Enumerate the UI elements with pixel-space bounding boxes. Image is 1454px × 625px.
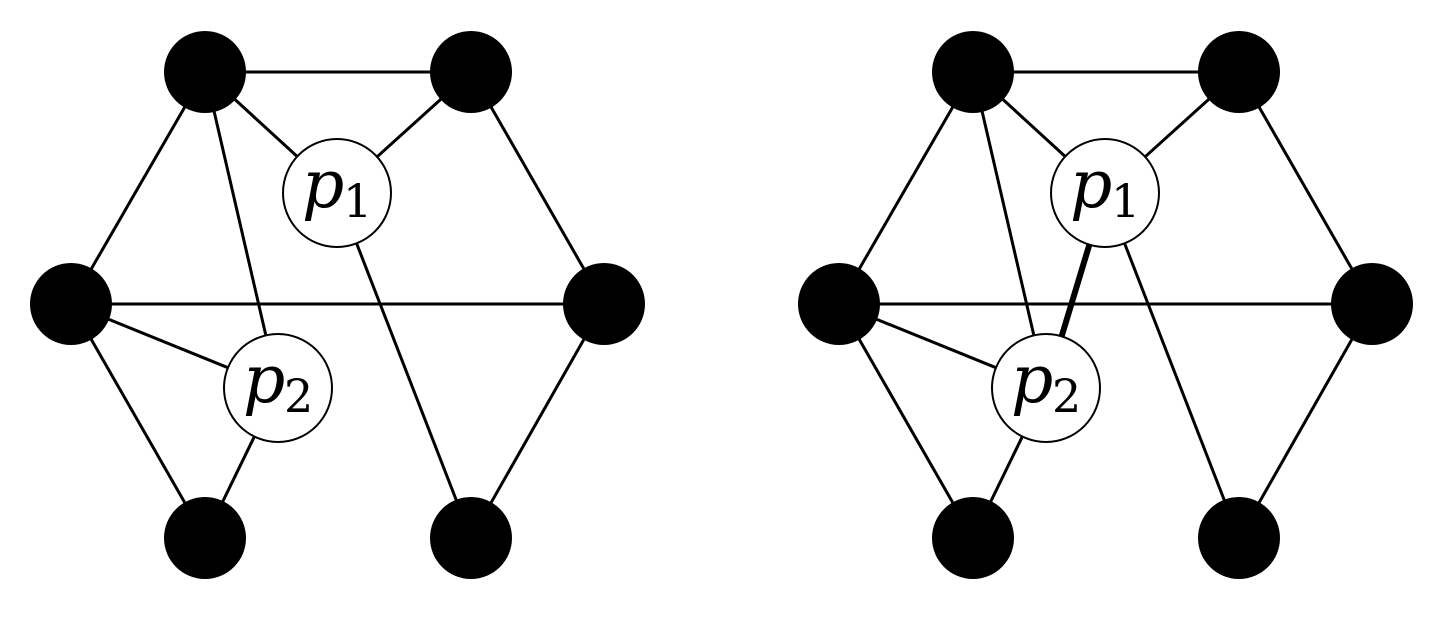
right-edge-v_left-v_bottom_left (837, 302, 975, 540)
right-vertex-bottom-right (1198, 497, 1280, 579)
right-edge-v_top_right-v_right (1237, 70, 1374, 306)
left-node-p1-circle (282, 138, 392, 248)
right-edge-p1-v_bottom_right (1123, 241, 1241, 540)
left-edge-v_top_right-v_right (469, 70, 606, 306)
left-vertex-bottom-right (430, 497, 512, 579)
right-vertex-right (1331, 263, 1413, 345)
right-node-p1: p1 (1050, 138, 1160, 248)
right-vertex-bottom-left (932, 497, 1014, 579)
right-graph-edges (837, 70, 1374, 540)
left-node-p2-subscript: 2 (284, 369, 313, 423)
right-vertex-top-right (1198, 31, 1280, 113)
left-node-p2: p2 (223, 333, 333, 443)
left-edge-v_top_left-p2 (203, 70, 268, 337)
right-node-p1-label: p (1070, 146, 1112, 223)
left-vertex-bottom-left (164, 497, 246, 579)
left-vertex-left (30, 263, 112, 345)
left-node-p2-circle (223, 333, 333, 443)
left-edge-v_top_left-v_left (69, 70, 207, 306)
left-vertex-right (563, 263, 645, 345)
left-edge-p1-v_bottom_right (355, 241, 473, 540)
right-vertex-top-left (932, 31, 1014, 113)
left-vertex-top-right (430, 31, 512, 113)
left-graph-edges (69, 70, 606, 540)
right-vertex-left (798, 263, 880, 345)
right-node-p1-circle (1050, 138, 1160, 248)
right-node-p2: p2 (991, 333, 1101, 443)
right-edge-v_top_left-v_left (837, 70, 975, 306)
right-edge-p1-p2 (1058, 241, 1093, 340)
left-node-p2-label: p (243, 341, 285, 418)
right-node-p1-subscript: 1 (1111, 174, 1140, 228)
left-edge-v_right-v_bottom_right (469, 302, 606, 540)
left-node-p1-subscript: 1 (343, 174, 372, 228)
right-node-p2-circle (991, 333, 1101, 443)
left-vertex-top-left (164, 31, 246, 113)
left-edge-v_left-v_bottom_left (69, 302, 207, 540)
left-node-p1-label: p (302, 146, 344, 223)
right-node-p2-subscript: 2 (1052, 369, 1081, 423)
right-node-p2-label: p (1011, 341, 1053, 418)
right-edge-v_right-v_bottom_right (1237, 302, 1374, 540)
left-node-p1: p1 (282, 138, 392, 248)
right-edge-v_top_left-p2 (971, 70, 1036, 337)
